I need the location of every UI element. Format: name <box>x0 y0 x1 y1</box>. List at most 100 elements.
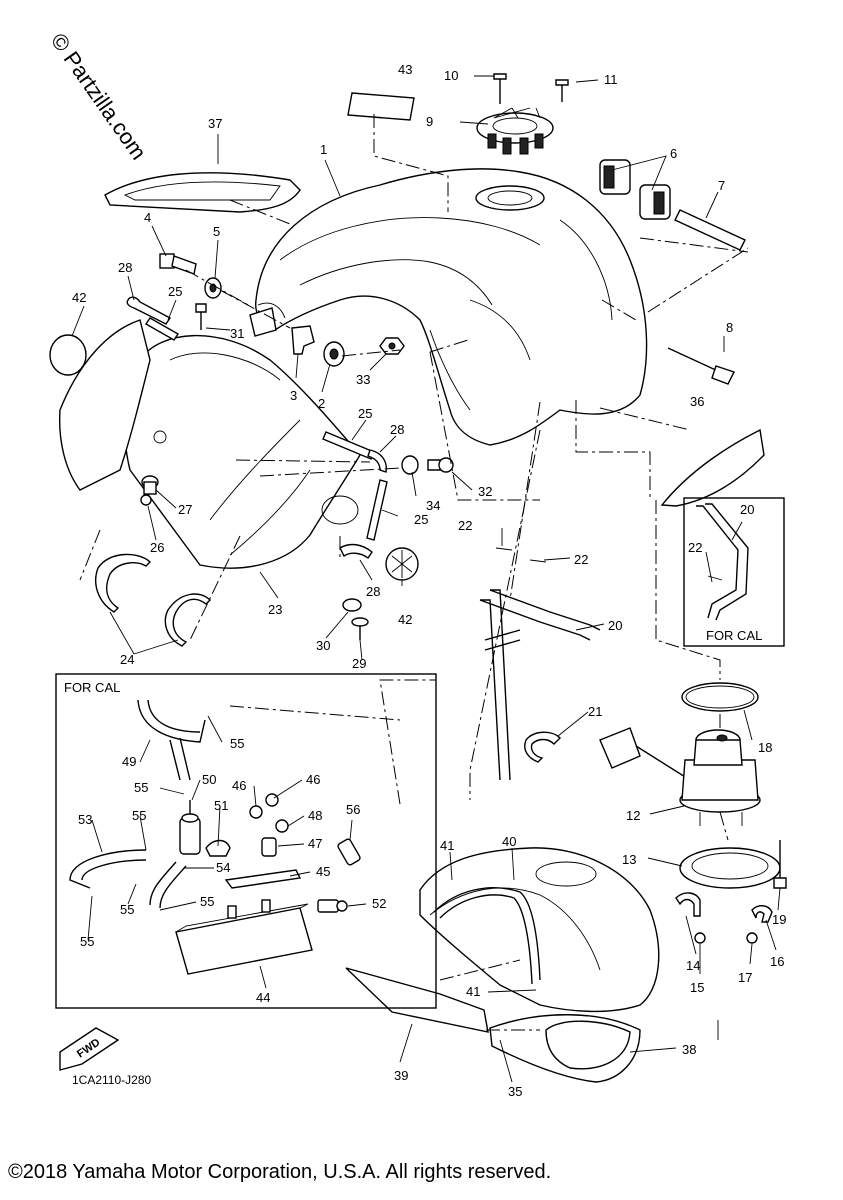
callout-42a: 42 <box>72 290 86 305</box>
callout-26: 26 <box>150 540 164 555</box>
bolt-46a <box>249 805 263 819</box>
callout-28c: 28 <box>366 584 380 599</box>
hose-49b <box>169 737 191 781</box>
side-cover-23 <box>124 334 361 569</box>
callout-52: 52 <box>372 896 386 911</box>
callout-22a: 22 <box>458 518 472 533</box>
cal-box-left-title: FOR CAL <box>64 680 120 695</box>
clamp-22a <box>495 547 513 551</box>
bolt-19 <box>773 840 787 889</box>
callout-21: 21 <box>588 704 602 719</box>
callout-28a: 28 <box>118 260 132 275</box>
gasket-13 <box>679 847 781 889</box>
callout-38: 38 <box>682 1042 696 1057</box>
callout-44: 44 <box>256 990 270 1005</box>
callout-10: 10 <box>444 68 458 83</box>
callout-32: 32 <box>478 484 492 499</box>
callout-46a: 46 <box>232 778 246 793</box>
callout-34: 34 <box>426 498 440 513</box>
clamp-16 <box>751 905 773 923</box>
callout-3: 3 <box>290 388 297 403</box>
clip-21 <box>524 731 561 763</box>
screw-11 <box>555 79 569 102</box>
callout-46b: 46 <box>306 772 320 787</box>
bolt-17 <box>746 932 758 944</box>
bolt-8 <box>667 347 735 385</box>
callout-labels: 1 2 3 4 5 6 7 8 9 10 11 12 13 14 15 16 1… <box>72 62 786 1099</box>
callout-47: 47 <box>308 836 322 851</box>
panel-36 <box>660 428 765 507</box>
callout-55d: 55 <box>120 902 134 917</box>
callout-19: 19 <box>772 912 786 927</box>
bolt-15 <box>694 932 706 944</box>
callout-23: 23 <box>268 602 282 617</box>
copyright-notice: ©2018 Yamaha Motor Corporation, U.S.A. A… <box>8 1161 551 1183</box>
damper-25c <box>366 479 388 541</box>
callout-4: 4 <box>144 210 151 225</box>
grommet-27 <box>141 475 159 495</box>
bracket-3 <box>291 325 315 355</box>
rubber-24b <box>164 593 211 647</box>
fuel-pump-12 <box>599 727 761 826</box>
callout-55f: 55 <box>80 934 94 949</box>
callout-25c: 25 <box>414 512 428 527</box>
nut-48 <box>275 819 289 833</box>
callout-50: 50 <box>202 772 216 787</box>
callout-33: 33 <box>356 372 370 387</box>
cal-box-right-title: FOR CAL <box>706 628 762 643</box>
screw-26 <box>140 494 152 506</box>
bracket-14 <box>675 892 701 917</box>
callout-41b: 41 <box>466 984 480 999</box>
leader-lines <box>71 75 781 1083</box>
emblem-42 <box>385 547 419 581</box>
callout-53: 53 <box>78 812 92 827</box>
nut-33 <box>379 337 405 355</box>
cover-37 <box>104 172 301 213</box>
callout-13: 13 <box>622 852 636 867</box>
callout-14: 14 <box>686 958 700 973</box>
screw-10 <box>493 73 507 104</box>
bracket-45 <box>224 869 302 889</box>
callout-54: 54 <box>216 860 230 875</box>
hose-49 <box>137 699 206 743</box>
callout-51: 51 <box>214 798 228 813</box>
valve-50 <box>179 800 201 855</box>
seal-41a <box>433 887 541 981</box>
callout-49: 49 <box>122 754 136 769</box>
callout-2: 2 <box>318 396 325 411</box>
callout-15: 15 <box>690 980 704 995</box>
tank-cap <box>476 112 554 155</box>
callout-11: 11 <box>604 72 618 87</box>
callout-12: 12 <box>626 808 640 823</box>
collar-2 <box>323 341 345 367</box>
callout-9: 9 <box>426 114 433 129</box>
collar-47 <box>261 837 277 857</box>
callout-20a: 20 <box>740 502 754 517</box>
callout-17: 17 <box>738 970 752 985</box>
o-ring-18 <box>681 682 759 712</box>
clamp-51 <box>205 839 231 857</box>
callout-36: 36 <box>690 394 704 409</box>
callout-39: 39 <box>394 1068 408 1083</box>
callout-43: 43 <box>398 62 412 77</box>
cal-box-right <box>683 497 785 647</box>
hose-56 <box>337 838 361 866</box>
damper-6 <box>599 159 671 220</box>
watermark: © Partzilla.com <box>46 29 152 165</box>
washer-30 <box>342 598 362 612</box>
bolt-4 <box>159 253 197 275</box>
callout-6: 6 <box>670 146 677 161</box>
callout-45: 45 <box>316 864 330 879</box>
plate-43 <box>347 92 415 121</box>
fwd-arrow: FWD <box>59 1027 120 1071</box>
callout-37: 37 <box>208 116 222 131</box>
cover-42-left <box>49 319 151 491</box>
reference-lines <box>79 114 749 1031</box>
fitting-52 <box>317 899 348 913</box>
clamp-22b <box>529 559 547 563</box>
hose-53 <box>69 849 147 889</box>
callout-18: 18 <box>758 740 772 755</box>
callout-29: 29 <box>352 656 366 671</box>
callout-31: 31 <box>230 326 244 341</box>
tank-lower-40 <box>419 847 660 1013</box>
